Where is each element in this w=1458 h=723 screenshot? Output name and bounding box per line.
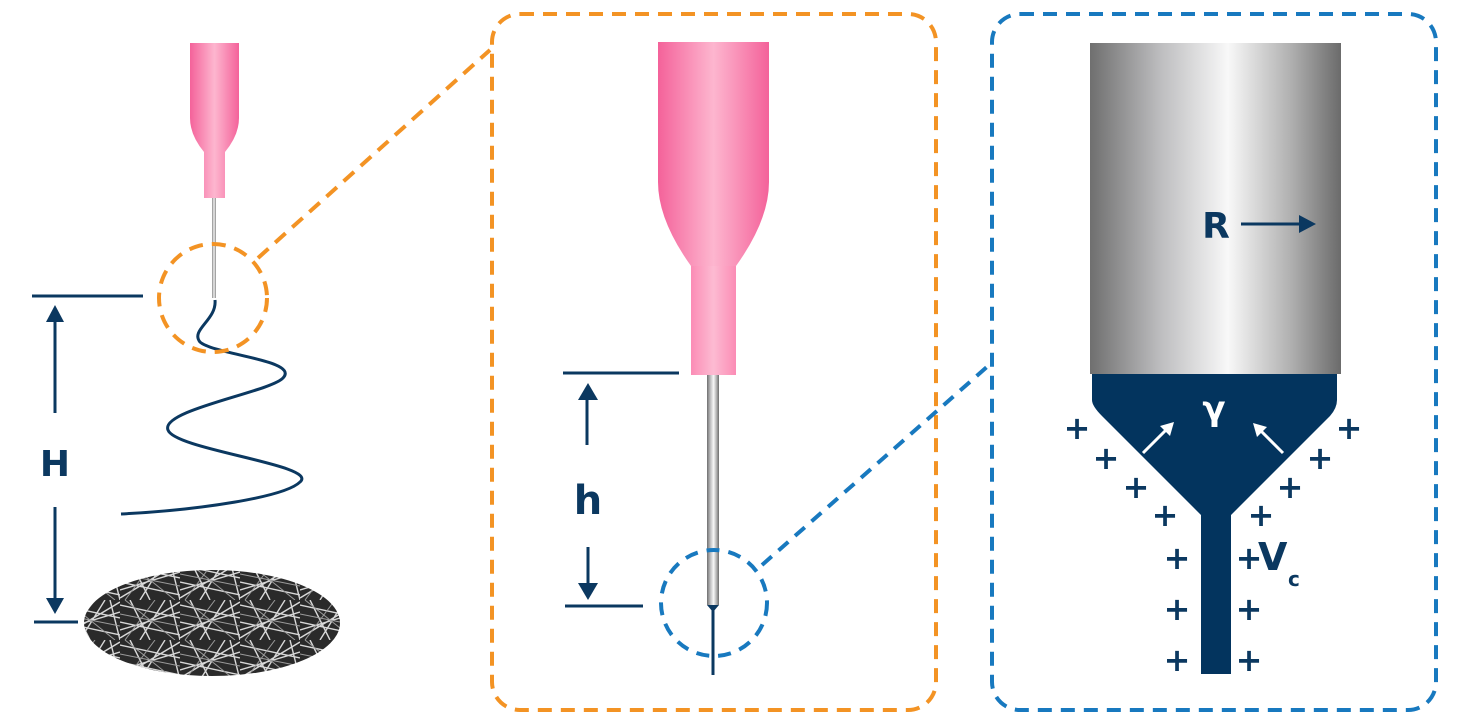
needle-zoom xyxy=(707,375,719,605)
plus-charge: + xyxy=(1164,641,1191,679)
whipping-jet xyxy=(120,299,304,516)
label-V-subscript: c xyxy=(1288,567,1300,591)
syringe-tip-zoom xyxy=(691,266,736,375)
plus-charge: + xyxy=(1093,439,1120,477)
surface-tension-arrow-left xyxy=(1141,427,1169,455)
arrow-down-icon xyxy=(46,598,64,614)
plus-charge: + xyxy=(1123,468,1150,506)
plus-charge: + xyxy=(1248,496,1275,534)
needle-zoom-panel: h xyxy=(490,12,990,712)
arrow-up-icon xyxy=(578,383,598,400)
zoom-connector-orange xyxy=(256,48,492,260)
overview-panel: H xyxy=(32,43,492,676)
surface-charges: ++++++++++++++ xyxy=(1064,409,1363,679)
arrow-down-icon xyxy=(578,583,598,600)
label-h: h xyxy=(574,478,602,524)
arrow-icon xyxy=(1160,422,1174,436)
label-H: H xyxy=(40,444,70,485)
zoom-connector-blue xyxy=(760,364,990,567)
plus-charge: + xyxy=(1164,539,1191,577)
zoom-circle-orange xyxy=(157,242,269,354)
zoom-circle-blue xyxy=(659,548,769,658)
needle xyxy=(212,198,216,298)
arrow-right-icon xyxy=(1299,215,1316,233)
plus-charge: + xyxy=(1336,409,1363,447)
fiber-collector xyxy=(84,570,340,676)
plus-charge: + xyxy=(1164,590,1191,628)
frame-blue xyxy=(990,12,1438,712)
arrow-icon xyxy=(1253,423,1267,437)
frame-orange xyxy=(490,12,938,712)
plus-charge: + xyxy=(1307,439,1334,477)
plus-charge: + xyxy=(1064,409,1091,447)
surface-tension-arrow-right xyxy=(1258,428,1285,455)
plus-charge: + xyxy=(1152,496,1179,534)
label-V: V xyxy=(1258,535,1288,579)
plus-charge: + xyxy=(1277,468,1304,506)
cone-zoom-panel: γ R ++++++++++++++ V c xyxy=(990,12,1438,712)
label-gamma: γ xyxy=(1202,389,1225,429)
syringe-body-zoom xyxy=(658,42,769,375)
label-R: R xyxy=(1202,206,1230,247)
taylor-cone xyxy=(1092,374,1337,674)
plus-charge: + xyxy=(1236,539,1263,577)
arrow-up-icon xyxy=(46,305,64,322)
plus-charge: + xyxy=(1236,590,1263,628)
syringe-body xyxy=(190,43,239,198)
plus-charge: + xyxy=(1236,641,1263,679)
needle-cylinder xyxy=(1090,43,1341,374)
